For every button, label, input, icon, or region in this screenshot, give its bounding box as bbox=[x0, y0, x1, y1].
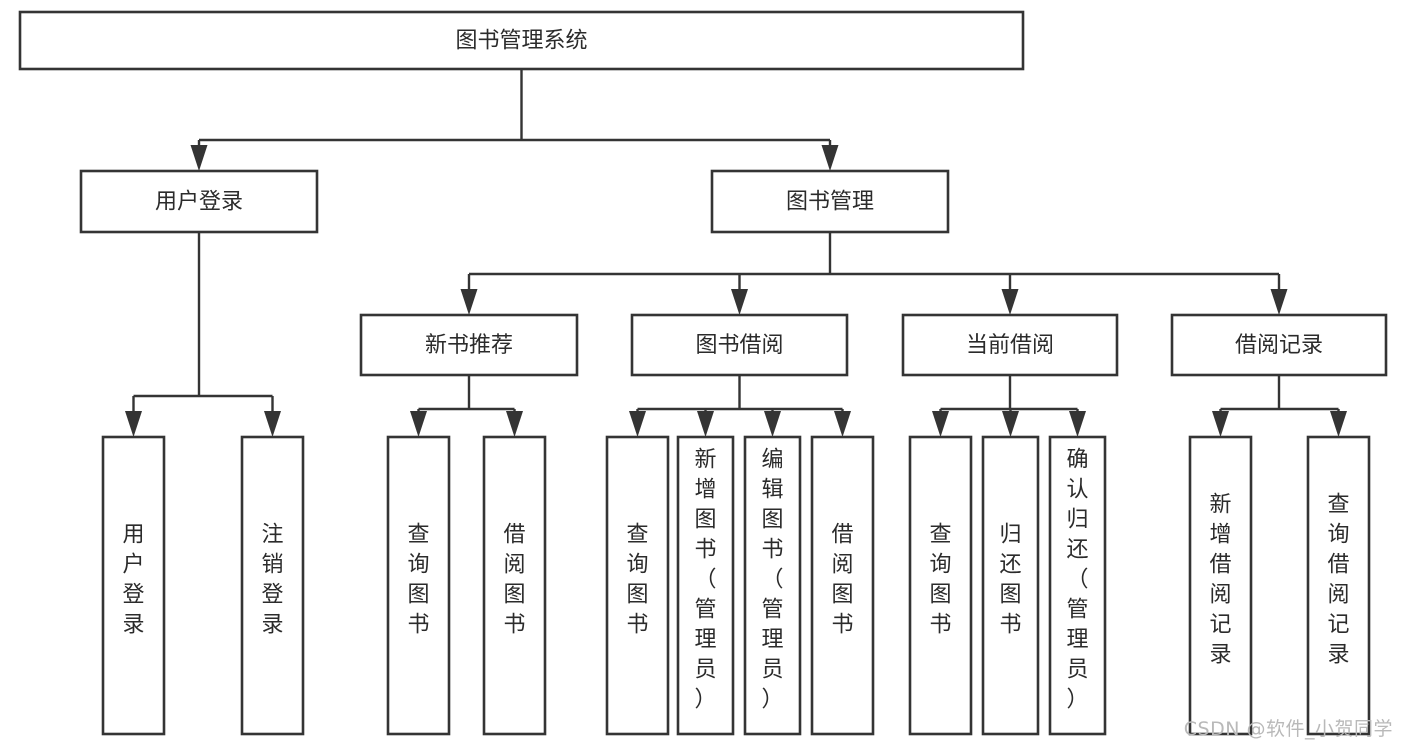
node-root-system-label: 图书管理系统 bbox=[455, 29, 587, 54]
node-leaf-confirm-return-label: 确认归还（管理员） bbox=[1066, 448, 1088, 713]
node-leaf-edit-book[interactable]: 编辑图书（管理员） bbox=[743, 435, 802, 736]
node-leaf-add-book-label: 新增图书（管理员） bbox=[694, 448, 716, 713]
connectors-layer bbox=[125, 69, 1347, 437]
node-leaf-query-record-label: 查询借阅记录 bbox=[1327, 493, 1349, 668]
node-borrow-record[interactable]: 借阅记录 bbox=[1170, 313, 1388, 377]
node-borrow-record-label: 借阅记录 bbox=[1235, 333, 1323, 358]
node-book-borrow[interactable]: 图书借阅 bbox=[630, 313, 849, 377]
edge-bm-borrow-record-arrowhead bbox=[1270, 289, 1288, 315]
node-current-borrow-box[interactable] bbox=[901, 313, 1119, 377]
edge-user-login-leaf-logout-arrowhead bbox=[264, 411, 281, 437]
node-root-system-box[interactable] bbox=[18, 10, 1025, 71]
edge-book-borrow-leaf-query-book-2-arrowhead bbox=[629, 411, 646, 437]
edge-user-login-leaf-user-login-arrowhead bbox=[125, 411, 142, 437]
node-leaf-query-book-1-label: 查询图书 bbox=[407, 523, 429, 638]
edge-book-borrow-leaf-add-book-arrowhead bbox=[697, 411, 714, 437]
edge-new-book-recommend-leaf-borrow-book-1-arrowhead bbox=[506, 411, 523, 437]
node-book-manage[interactable]: 图书管理 bbox=[710, 169, 950, 234]
node-leaf-query-record-box[interactable] bbox=[1306, 435, 1371, 736]
node-leaf-return-book-box[interactable] bbox=[981, 435, 1040, 736]
node-leaf-return-book[interactable]: 归还图书 bbox=[981, 435, 1040, 736]
node-new-book-recommend[interactable]: 新书推荐 bbox=[359, 313, 579, 377]
node-leaf-add-record-label: 新增借阅记录 bbox=[1209, 493, 1231, 668]
node-leaf-logout[interactable]: 注销登录 bbox=[240, 435, 305, 736]
node-leaf-add-record[interactable]: 新增借阅记录 bbox=[1188, 435, 1253, 736]
node-leaf-query-book-2[interactable]: 查询图书 bbox=[605, 435, 670, 736]
node-leaf-query-book-2-label: 查询图书 bbox=[626, 523, 648, 638]
node-leaf-logout-label: 注销登录 bbox=[261, 523, 283, 638]
edge-bm-current-borrow-arrowhead bbox=[1001, 289, 1019, 315]
node-leaf-query-book-1[interactable]: 查询图书 bbox=[386, 435, 451, 736]
edge-book-borrow-leaf-borrow-book-2-arrowhead bbox=[834, 411, 851, 437]
node-new-book-recommend-label: 新书推荐 bbox=[425, 333, 513, 358]
node-current-borrow-label: 当前借阅 bbox=[966, 333, 1054, 358]
edge-root-book-manage-arrowhead bbox=[821, 145, 839, 171]
node-leaf-query-record[interactable]: 查询借阅记录 bbox=[1306, 435, 1371, 736]
edge-bm-new-book-recommend-arrowhead bbox=[460, 289, 478, 315]
edge-new-book-recommend-leaf-query-book-1-arrowhead bbox=[410, 411, 427, 437]
node-user-login-label: 用户登录 bbox=[155, 190, 243, 215]
node-leaf-borrow-book-2-label: 借阅图书 bbox=[831, 523, 853, 638]
node-book-manage-box[interactable] bbox=[710, 169, 950, 234]
node-leaf-add-book[interactable]: 新增图书（管理员） bbox=[676, 435, 735, 736]
nodes-layer: 图书管理系统用户登录图书管理新书推荐图书借阅当前借阅借阅记录用户登录注销登录查询… bbox=[18, 10, 1388, 736]
node-root-system[interactable]: 图书管理系统 bbox=[18, 10, 1025, 71]
node-book-borrow-box[interactable] bbox=[630, 313, 849, 377]
node-leaf-confirm-return[interactable]: 确认归还（管理员） bbox=[1048, 435, 1107, 736]
node-leaf-borrow-book-1[interactable]: 借阅图书 bbox=[482, 435, 547, 736]
node-user-login[interactable]: 用户登录 bbox=[79, 169, 319, 234]
node-leaf-borrow-book-2[interactable]: 借阅图书 bbox=[810, 435, 875, 736]
node-borrow-record-box[interactable] bbox=[1170, 313, 1388, 377]
edge-borrow-record-leaf-add-record-arrowhead bbox=[1212, 411, 1229, 437]
edge-book-borrow-leaf-edit-book-arrowhead bbox=[764, 411, 781, 437]
node-leaf-edit-book-label: 编辑图书（管理员） bbox=[761, 448, 783, 713]
edge-borrow-record-leaf-query-record-arrowhead bbox=[1330, 411, 1347, 437]
node-leaf-user-login-box[interactable] bbox=[101, 435, 166, 736]
edge-current-borrow-leaf-return-book-arrowhead bbox=[1002, 411, 1019, 437]
node-new-book-recommend-box[interactable] bbox=[359, 313, 579, 377]
edge-current-borrow-leaf-query-book-3-arrowhead bbox=[932, 411, 949, 437]
node-leaf-query-book-2-box[interactable] bbox=[605, 435, 670, 736]
node-leaf-borrow-book-1-box[interactable] bbox=[482, 435, 547, 736]
node-leaf-query-book-3-box[interactable] bbox=[908, 435, 973, 736]
edge-current-borrow-leaf-confirm-return-arrowhead bbox=[1069, 411, 1086, 437]
node-leaf-borrow-book-2-box[interactable] bbox=[810, 435, 875, 736]
node-book-borrow-label: 图书借阅 bbox=[695, 333, 783, 358]
edge-bm-book-borrow-arrowhead bbox=[731, 289, 748, 315]
node-leaf-borrow-book-1-label: 借阅图书 bbox=[503, 523, 525, 638]
node-user-login-box[interactable] bbox=[79, 169, 319, 234]
node-leaf-edit-book-box[interactable] bbox=[743, 435, 802, 736]
node-leaf-query-book-3[interactable]: 查询图书 bbox=[908, 435, 973, 736]
node-leaf-add-book-box[interactable] bbox=[676, 435, 735, 736]
node-book-manage-label: 图书管理 bbox=[786, 190, 874, 215]
node-current-borrow[interactable]: 当前借阅 bbox=[901, 313, 1119, 377]
node-leaf-return-book-label: 归还图书 bbox=[999, 523, 1021, 638]
node-leaf-logout-box[interactable] bbox=[240, 435, 305, 736]
node-leaf-confirm-return-box[interactable] bbox=[1048, 435, 1107, 736]
node-leaf-add-record-box[interactable] bbox=[1188, 435, 1253, 736]
node-leaf-user-login[interactable]: 用户登录 bbox=[101, 435, 166, 736]
node-leaf-user-login-label: 用户登录 bbox=[122, 523, 144, 638]
edge-root-user-login-arrowhead bbox=[190, 145, 208, 171]
node-leaf-query-book-3-label: 查询图书 bbox=[929, 523, 951, 638]
node-leaf-query-book-1-box[interactable] bbox=[386, 435, 451, 736]
